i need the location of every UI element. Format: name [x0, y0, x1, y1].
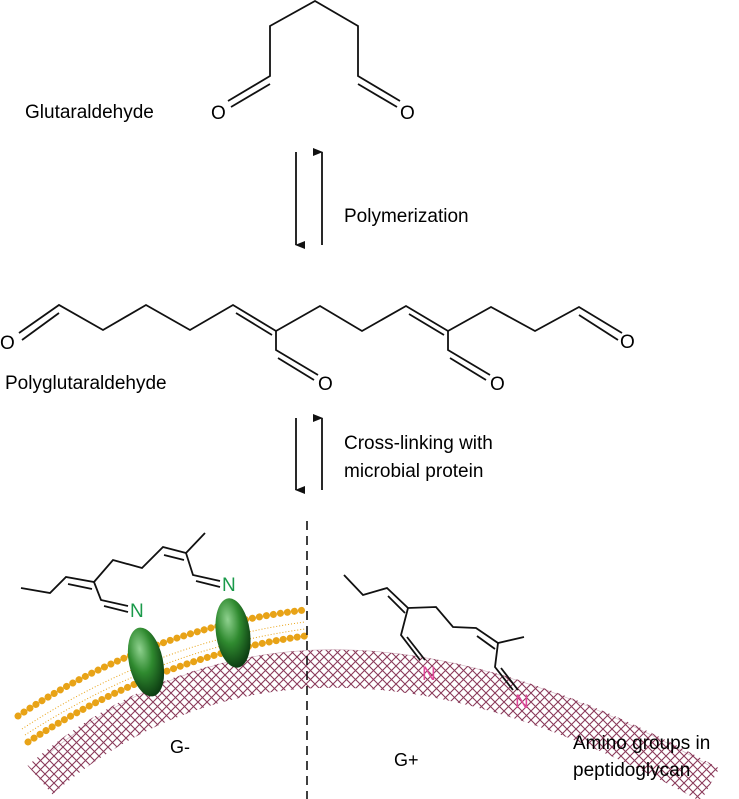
peptidoglycan-layer	[27, 649, 720, 799]
glutaraldehyde-label: Glutaraldehyde	[25, 102, 154, 123]
gpos-n-1: N	[422, 664, 436, 685]
glutaraldehyde-o-left: O	[211, 103, 226, 124]
gpos-n-2: N	[515, 692, 529, 713]
amino-groups-label-line2: peptidoglycan	[573, 760, 690, 781]
poly-o-1: O	[0, 333, 15, 354]
poly-o-4: O	[620, 332, 635, 353]
poly-o-2: O	[318, 374, 333, 395]
gneg-n-2: N	[222, 575, 236, 596]
crosslinking-label-line2: microbial protein	[344, 461, 483, 482]
gneg-n-1: N	[130, 601, 144, 622]
gram-positive-label: G+	[394, 750, 419, 770]
poly-o-3: O	[490, 374, 505, 395]
glutaraldehyde-o-right: O	[400, 103, 415, 124]
gram-positive-bound-chain	[343, 574, 525, 691]
gram-negative-bound-chain	[20, 532, 221, 613]
polyglutaraldehyde-structure	[18, 303, 623, 381]
crosslinking-label-line1: Cross-linking with	[344, 433, 493, 454]
gram-negative-label: G-	[170, 737, 190, 757]
polymerization-label: Polymerization	[344, 206, 469, 227]
membrane-protein-2	[215, 598, 251, 668]
amino-groups-label-line1: Amino groups in	[573, 733, 710, 754]
polyglutaraldehyde-label: Polyglutaraldehyde	[5, 373, 167, 394]
glutaraldehyde-structure	[227, 0, 401, 108]
membrane-protein-1	[127, 627, 165, 697]
